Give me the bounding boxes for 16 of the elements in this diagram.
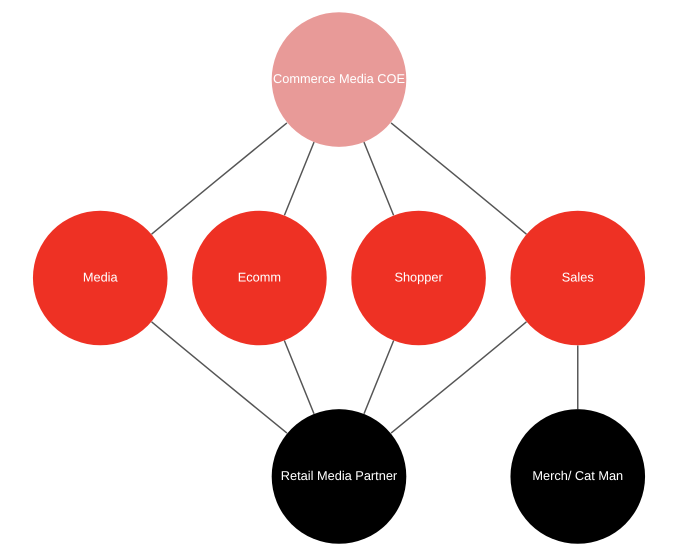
node-circle: Sales [510,210,646,346]
connector [363,142,394,216]
node-circle: Shopper [351,210,486,346]
connector [390,321,527,434]
node-circle: Ecomm [192,210,327,346]
node-circle: Media [32,210,168,346]
connector [284,142,315,216]
connector [151,321,288,434]
connector [363,340,394,414]
connector [284,340,315,414]
node-circle: Retail Media Partner [272,409,406,544]
connector [151,122,288,235]
connector [577,346,578,410]
node-circle: Commerce Media COE [272,12,406,147]
connector [390,122,527,235]
node-circle: Merch/ Cat Man [510,409,646,544]
